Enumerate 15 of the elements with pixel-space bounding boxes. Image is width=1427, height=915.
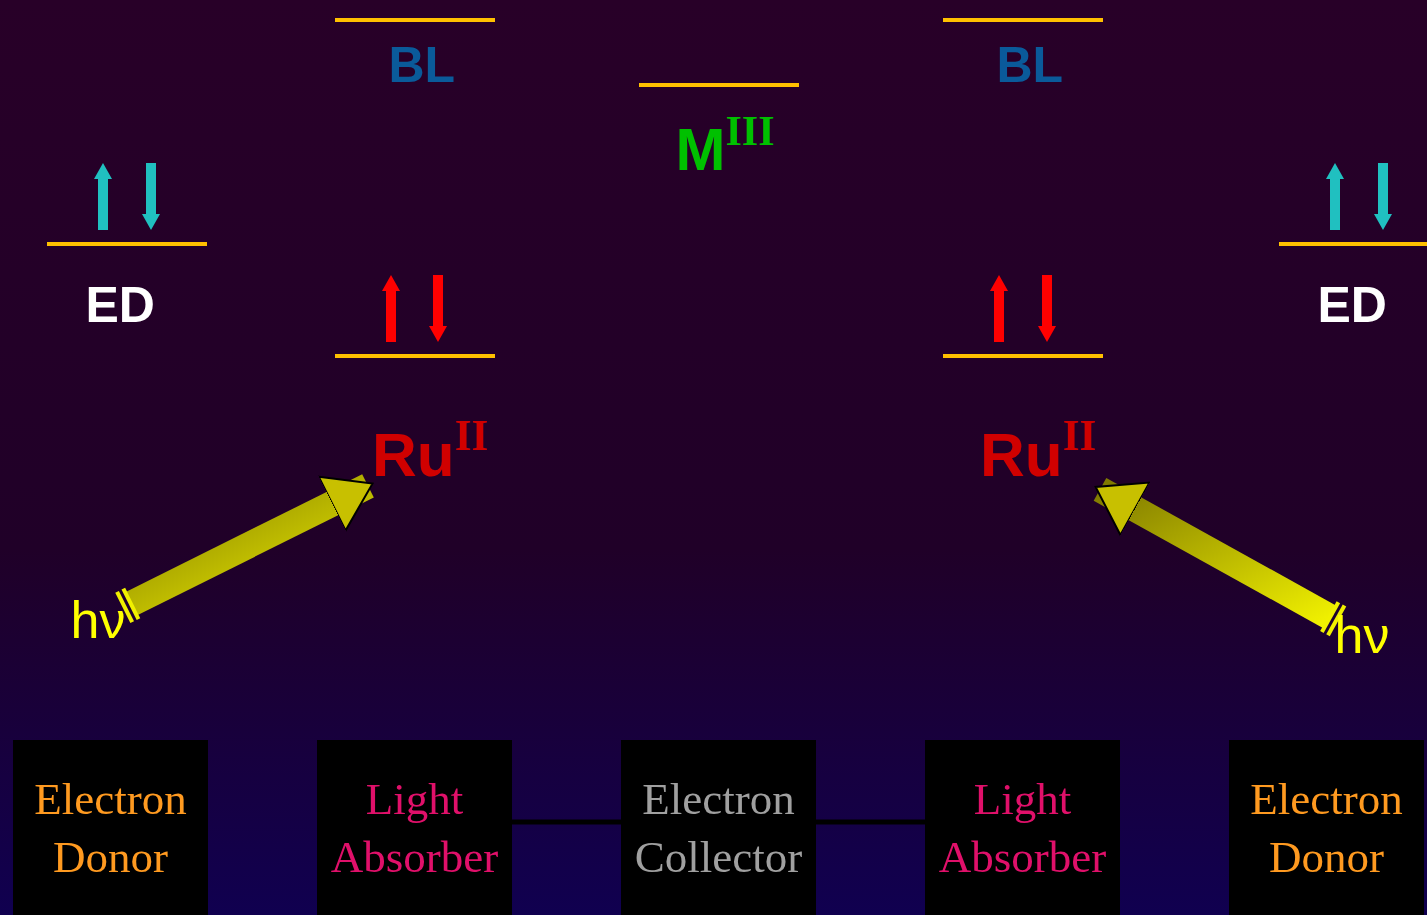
photon-label: hν: [70, 594, 126, 646]
level-label: ED: [85, 280, 155, 330]
component-box: Light Absorber: [925, 740, 1120, 915]
level-label: BL: [388, 40, 456, 90]
light-arrow: [115, 474, 374, 625]
photon-label: hν: [1334, 609, 1390, 661]
component-box: Electron Donor: [13, 740, 208, 915]
level-label: ED: [1317, 280, 1387, 330]
connector-line: [816, 819, 925, 825]
component-box: Electron Collector: [621, 740, 816, 915]
level-label: BL: [996, 40, 1064, 90]
connector-line: [512, 819, 621, 825]
component-box: Light Absorber: [317, 740, 512, 915]
light-arrow: [1093, 478, 1347, 638]
component-box: Electron Donor: [1229, 740, 1424, 915]
